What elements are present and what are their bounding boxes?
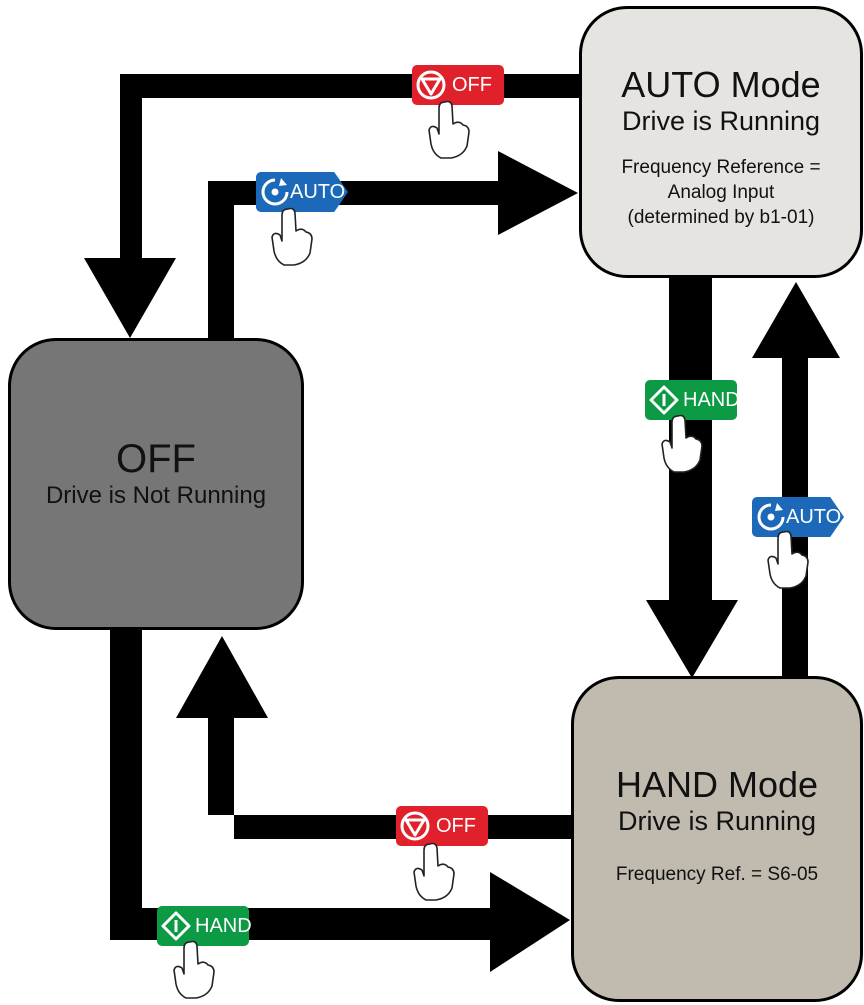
off-state-subtitle: Drive is Not Running — [45, 482, 267, 509]
auto-mode-subtitle: Drive is Running — [621, 106, 821, 136]
auto-mode-title: AUTO Mode — [621, 64, 821, 105]
off-button-bottom[interactable]: OFF — [396, 806, 488, 846]
hand-button-right-label: HAND — [683, 389, 740, 411]
hand-mode-frequency: Frequency Ref. = S6-05 — [615, 864, 819, 885]
hand-press-icon — [428, 100, 470, 159]
auto-button-top-label: AUTO — [290, 181, 346, 203]
off-button-top[interactable]: OFF — [412, 65, 504, 105]
auto-button-top[interactable]: AUTO — [256, 172, 348, 212]
arrow-off-to-hand — [110, 630, 570, 972]
arrow-hand-to-auto — [752, 282, 840, 680]
off-button-top-label: OFF — [452, 74, 492, 96]
hand-press-icon — [271, 207, 313, 266]
hand-mode-box: HAND Mode Drive is Running Frequency Ref… — [571, 676, 863, 1002]
hand-start-icon — [161, 911, 191, 941]
auto-icon — [757, 503, 785, 531]
hand-press-icon — [173, 940, 215, 999]
arrow-auto-to-off — [84, 74, 585, 338]
hand-button-bottom-label: HAND — [195, 915, 252, 937]
stop-icon — [400, 811, 430, 841]
off-state-title: OFF — [116, 437, 196, 481]
auto-button-right-label: AUTO — [786, 506, 842, 528]
off-state-box: OFF Drive is Not Running — [8, 338, 304, 630]
hand-press-icon — [413, 842, 455, 901]
hand-press-icon — [767, 530, 809, 589]
off-button-bottom-label: OFF — [436, 815, 476, 837]
auto-mode-box: AUTO Mode Drive is Running Frequency Ref… — [579, 6, 863, 278]
auto-mode-frequency: Frequency Reference = Analog Input (dete… — [621, 157, 821, 228]
auto-button-right[interactable]: AUTO — [752, 497, 844, 537]
hand-mode-subtitle: Drive is Running — [617, 806, 817, 836]
arrow-auto-to-hand — [646, 278, 738, 678]
hand-button-bottom[interactable]: HAND — [157, 906, 252, 946]
auto-icon — [261, 178, 289, 206]
hand-start-icon — [649, 385, 679, 415]
hand-button-right[interactable]: HAND — [645, 380, 740, 420]
hand-press-icon — [661, 414, 703, 473]
stop-icon — [416, 70, 446, 100]
arrow-hand-to-off — [176, 636, 573, 839]
hand-mode-title: HAND Mode — [615, 764, 819, 805]
